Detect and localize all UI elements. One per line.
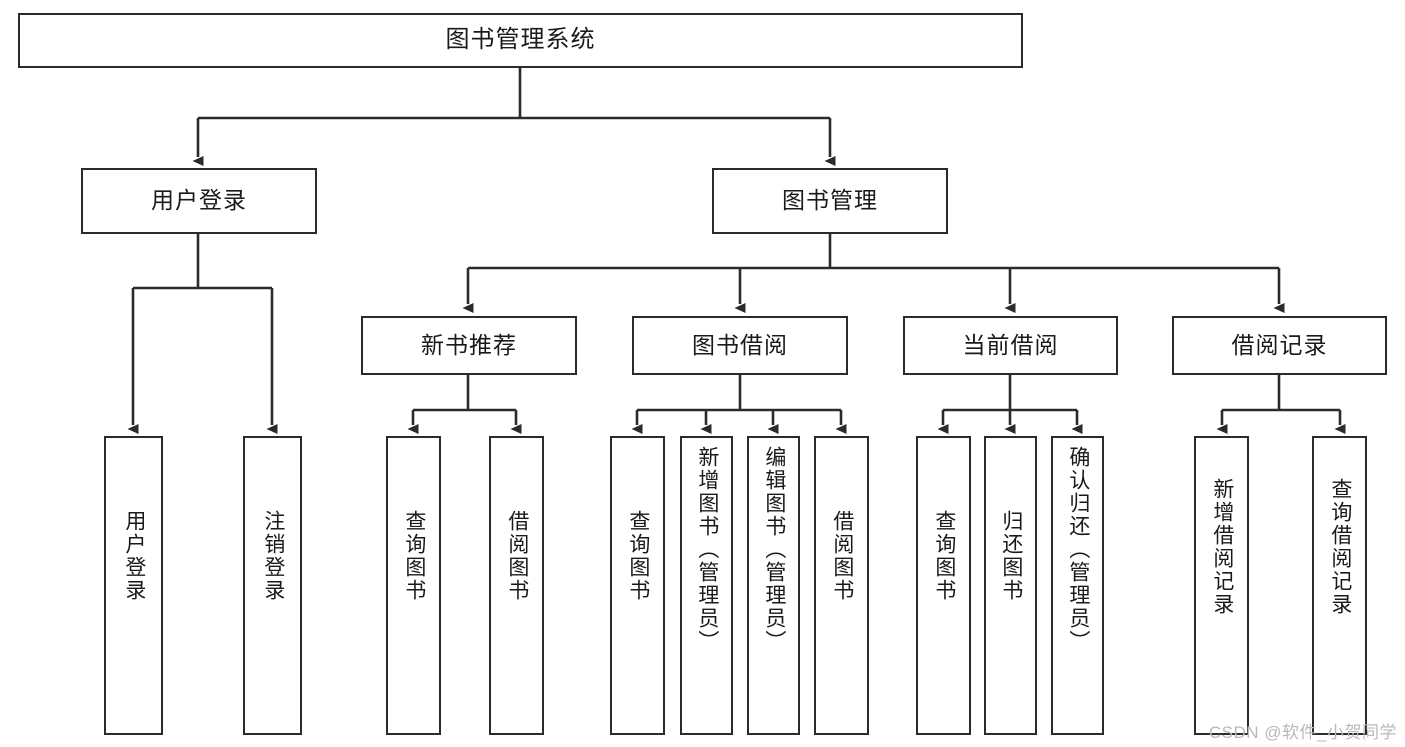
node-leaf-add-book[interactable]: 新增图书（管理员） <box>680 436 733 735</box>
watermark: CSDN @软件_小贺同学 <box>1208 723 1397 742</box>
node-label: 用户登录 <box>122 510 146 602</box>
node-label: 用户登录 <box>151 187 247 214</box>
node-label: 当前借阅 <box>962 331 1059 358</box>
node-label: 归还图书 <box>999 510 1023 602</box>
node-leaf-user-logout[interactable]: 注销登录 <box>243 436 302 735</box>
node-leaf-query-book-1[interactable]: 查询图书 <box>386 436 441 735</box>
node-current-borrow[interactable]: 当前借阅 <box>903 316 1118 375</box>
node-leaf-query-book-2[interactable]: 查询图书 <box>610 436 665 735</box>
node-book-manage[interactable]: 图书管理 <box>712 168 948 234</box>
node-label: 查询图书 <box>626 510 650 602</box>
node-label: 查询图书 <box>932 510 956 602</box>
node-leaf-confirm-return[interactable]: 确认归还（管理员） <box>1051 436 1104 735</box>
node-leaf-borrow-book-1[interactable]: 借阅图书 <box>489 436 544 735</box>
node-label: 查询借阅记录 <box>1328 478 1352 616</box>
node-leaf-query-book-3[interactable]: 查询图书 <box>916 436 971 735</box>
node-new-book-recommend[interactable]: 新书推荐 <box>361 316 577 375</box>
node-label: 图书管理 <box>782 187 878 214</box>
node-leaf-edit-book[interactable]: 编辑图书（管理员） <box>747 436 800 735</box>
node-leaf-borrow-book-2[interactable]: 借阅图书 <box>814 436 869 735</box>
node-label: 新增借阅记录 <box>1210 478 1234 616</box>
node-leaf-query-record[interactable]: 查询借阅记录 <box>1312 436 1367 735</box>
node-borrow-record[interactable]: 借阅记录 <box>1172 316 1387 375</box>
node-leaf-add-record[interactable]: 新增借阅记录 <box>1194 436 1249 735</box>
node-root[interactable]: 图书管理系统 <box>18 13 1023 68</box>
node-user-login[interactable]: 用户登录 <box>81 168 317 234</box>
node-leaf-return-book[interactable]: 归还图书 <box>984 436 1037 735</box>
node-label: 图书管理系统 <box>445 26 596 54</box>
node-book-borrow[interactable]: 图书借阅 <box>632 316 848 375</box>
node-label: 新书推荐 <box>421 331 517 358</box>
node-label: 借阅图书 <box>830 510 854 602</box>
node-leaf-user-login[interactable]: 用户登录 <box>104 436 163 735</box>
node-label: 确认归还（管理员） <box>1066 446 1090 653</box>
node-label: 编辑图书（管理员） <box>762 446 786 653</box>
node-label: 注销登录 <box>261 510 285 602</box>
node-label: 查询图书 <box>402 510 426 602</box>
node-label: 新增图书（管理员） <box>695 446 719 653</box>
node-label: 图书借阅 <box>692 331 788 358</box>
node-label: 借阅记录 <box>1231 331 1328 358</box>
node-label: 借阅图书 <box>505 510 529 602</box>
